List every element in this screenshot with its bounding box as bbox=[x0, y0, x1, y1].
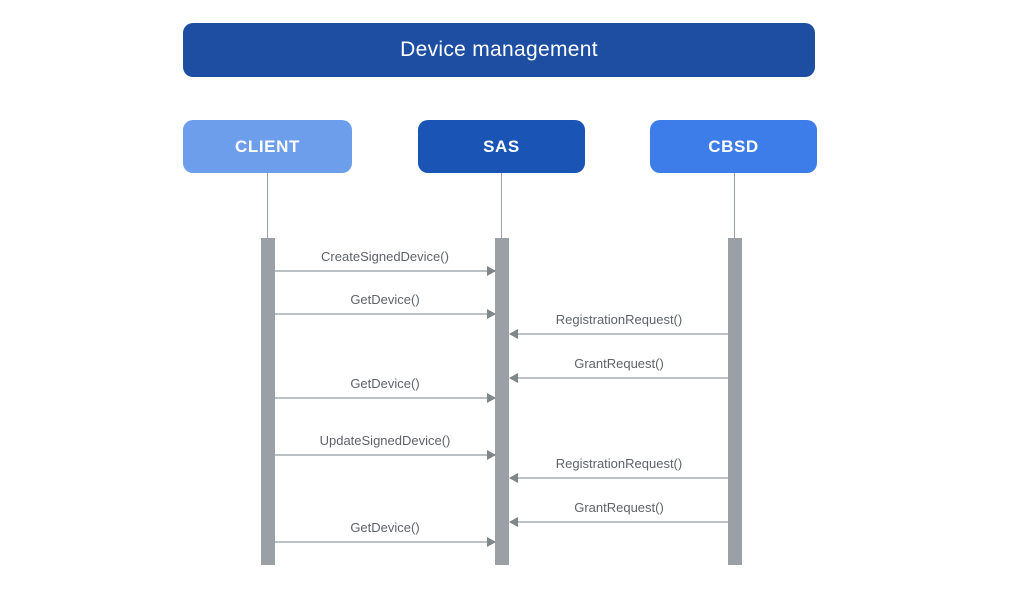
arrowhead-icon bbox=[487, 393, 496, 403]
arrowhead-icon bbox=[509, 517, 518, 527]
message-label: GetDevice() bbox=[350, 520, 420, 535]
message-label: GetDevice() bbox=[350, 376, 420, 391]
message-arrow-line bbox=[275, 450, 496, 460]
arrowhead-icon bbox=[509, 473, 518, 483]
actor-box-sas: SAS bbox=[418, 120, 585, 173]
message-label: GrantRequest() bbox=[574, 500, 664, 515]
message-arrow-line bbox=[275, 393, 496, 403]
arrowhead-icon bbox=[509, 329, 518, 339]
arrowhead-icon bbox=[487, 537, 496, 547]
lifeline-client bbox=[267, 173, 268, 238]
message-label: UpdateSignedDevice() bbox=[319, 433, 451, 448]
diagram-title: Device management bbox=[183, 23, 815, 77]
message-9: GetDevice() bbox=[275, 518, 496, 547]
message-1: CreateSignedDevice() bbox=[275, 247, 496, 276]
message-4: GrantRequest() bbox=[509, 354, 728, 383]
actor-label-client: CLIENT bbox=[235, 136, 300, 156]
message-6: UpdateSignedDevice() bbox=[275, 431, 496, 460]
message-arrow-line bbox=[509, 517, 728, 527]
arrowhead-icon bbox=[487, 309, 496, 319]
message-arrow-line bbox=[509, 473, 728, 483]
message-label: CreateSignedDevice() bbox=[321, 249, 449, 264]
message-arrow-line bbox=[275, 309, 496, 319]
message-arrow-line bbox=[509, 373, 728, 383]
message-arrow-line bbox=[509, 329, 728, 339]
lifeline-cbsd bbox=[734, 173, 735, 238]
message-8: GrantRequest() bbox=[509, 498, 728, 527]
activation-bar-cbsd bbox=[728, 238, 742, 565]
message-3: RegistrationRequest() bbox=[509, 310, 728, 339]
message-5: GetDevice() bbox=[275, 374, 496, 403]
arrowhead-icon bbox=[509, 373, 518, 383]
message-label: RegistrationRequest() bbox=[555, 456, 683, 471]
message-2: GetDevice() bbox=[275, 290, 496, 319]
message-arrow-line bbox=[275, 266, 496, 276]
actor-label-cbsd: CBSD bbox=[708, 136, 759, 156]
arrowhead-icon bbox=[487, 266, 496, 276]
message-7: RegistrationRequest() bbox=[509, 454, 728, 483]
activation-bar-client bbox=[261, 238, 275, 565]
message-label: GrantRequest() bbox=[574, 356, 664, 371]
message-label: RegistrationRequest() bbox=[555, 312, 683, 327]
activation-bar-sas bbox=[495, 238, 509, 565]
message-arrow-line bbox=[275, 537, 496, 547]
actor-box-client: CLIENT bbox=[183, 120, 352, 173]
lifeline-sas bbox=[501, 173, 502, 238]
actor-label-sas: SAS bbox=[483, 136, 520, 156]
actor-box-cbsd: CBSD bbox=[650, 120, 817, 173]
message-label: GetDevice() bbox=[350, 292, 420, 307]
arrowhead-icon bbox=[487, 450, 496, 460]
